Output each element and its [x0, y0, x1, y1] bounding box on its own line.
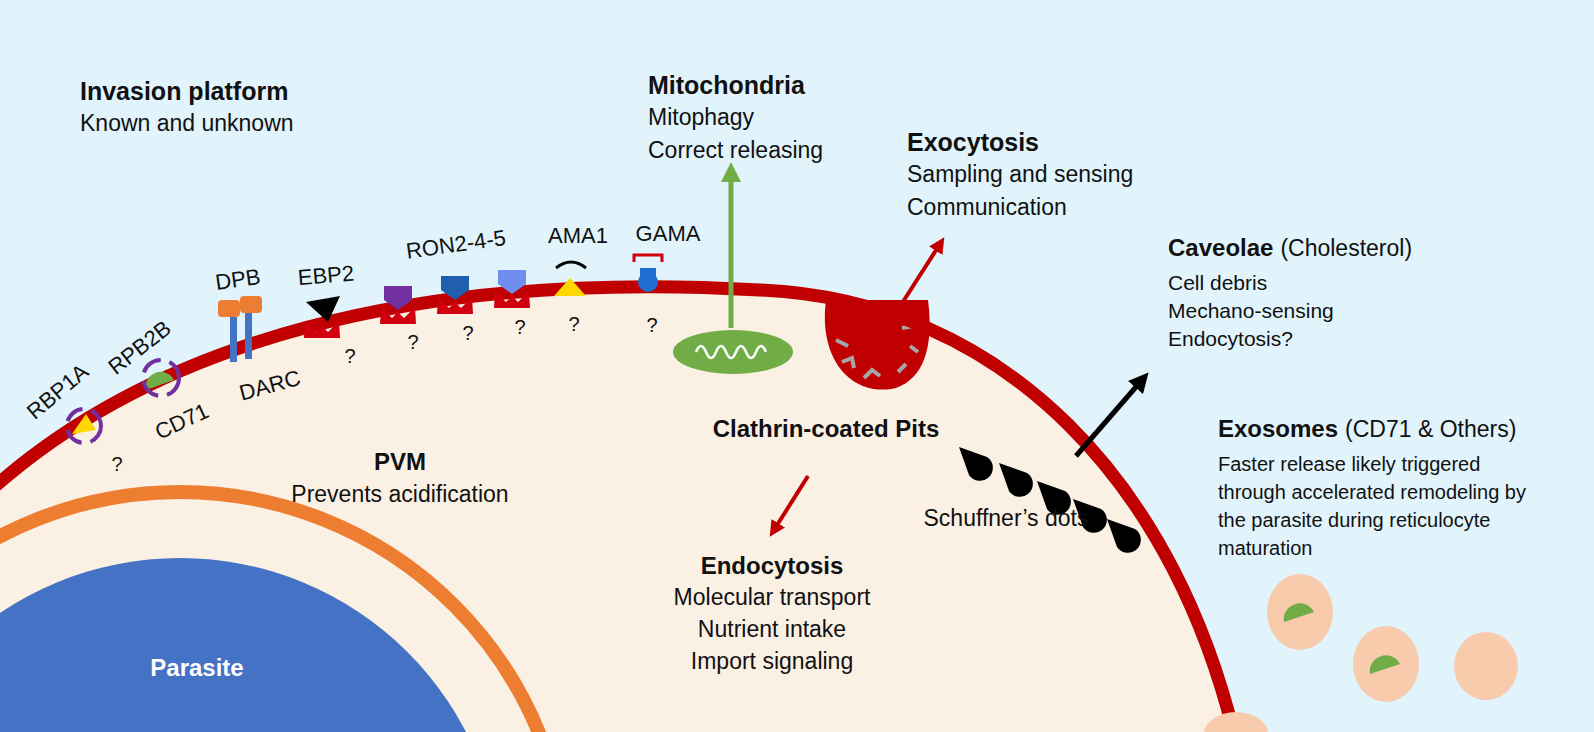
- heading: Caveolae: [1168, 234, 1273, 263]
- question-mark: ?: [111, 452, 122, 476]
- question-mark: ?: [344, 344, 355, 368]
- cell-membrane: [0, 287, 1240, 732]
- body-text: Import signaling: [691, 648, 853, 676]
- body-text: Sampling and sensing: [907, 161, 1133, 189]
- heading: Clathrin-coated Pits: [706, 412, 946, 445]
- body-text: (Cholesterol): [1280, 235, 1412, 263]
- body-text: Prevents acidification: [291, 481, 508, 509]
- body-text: Known and unknown: [80, 110, 294, 138]
- heading: PVM: [374, 448, 426, 477]
- body-text: Nutrient intake: [698, 616, 846, 644]
- heading: Exocytosis: [907, 127, 1039, 157]
- rpb2b-ligand: [143, 360, 179, 396]
- body-text: Correct releasing: [648, 137, 823, 165]
- ron-complex: [380, 270, 530, 324]
- body-text: (CD71 & Others): [1345, 416, 1516, 444]
- question-mark: ?: [407, 330, 418, 354]
- exocytosis-arrow: [890, 244, 940, 322]
- exosomes: [1204, 574, 1518, 732]
- dpb-darc-complex: [218, 296, 262, 362]
- ama1-ligand: [554, 262, 586, 296]
- heading: Invasion platform: [80, 76, 288, 106]
- rbp1a-ligand: [67, 409, 101, 443]
- body-text: Schuffner’s dots: [921, 502, 1091, 534]
- ebp2-ligand: [304, 296, 340, 338]
- endocytosis-arrow: [774, 476, 808, 530]
- schuffners-dots: [959, 447, 1141, 553]
- heading: Endocytosis: [701, 552, 844, 581]
- caveolae-arrow: [1076, 380, 1142, 456]
- question-mark: ?: [568, 312, 579, 336]
- caveolae-lining: [836, 326, 918, 378]
- node-label: Parasite: [150, 654, 243, 682]
- gama-ligand: [634, 255, 662, 292]
- body-text: Cell debris: [1168, 270, 1267, 295]
- body-text: Endocytosis?: [1168, 326, 1293, 351]
- question-mark: ?: [646, 313, 657, 337]
- protein-label: GAMA: [636, 221, 701, 247]
- question-mark: ?: [514, 315, 525, 339]
- heading: Exosomes: [1218, 415, 1338, 444]
- body-text: Mitophagy: [648, 104, 754, 132]
- pvm-membrane: [0, 492, 568, 732]
- reticulocyte-cytoplasm: [0, 287, 1240, 732]
- protein-label: EBP2: [297, 260, 355, 291]
- protein-label: AMA1: [548, 223, 608, 249]
- protein-label: RON2-4-5: [405, 225, 508, 265]
- body-text: Faster release likely triggered through …: [1218, 450, 1548, 562]
- body-text: Communication: [907, 194, 1067, 222]
- question-mark: ?: [462, 321, 473, 345]
- body-text: Molecular transport: [674, 584, 871, 612]
- mitochondrion: [673, 172, 793, 374]
- body-text: Mechano-sensing: [1168, 298, 1334, 323]
- protein-label: DPB: [214, 264, 262, 296]
- heading: Mitochondria: [648, 70, 805, 100]
